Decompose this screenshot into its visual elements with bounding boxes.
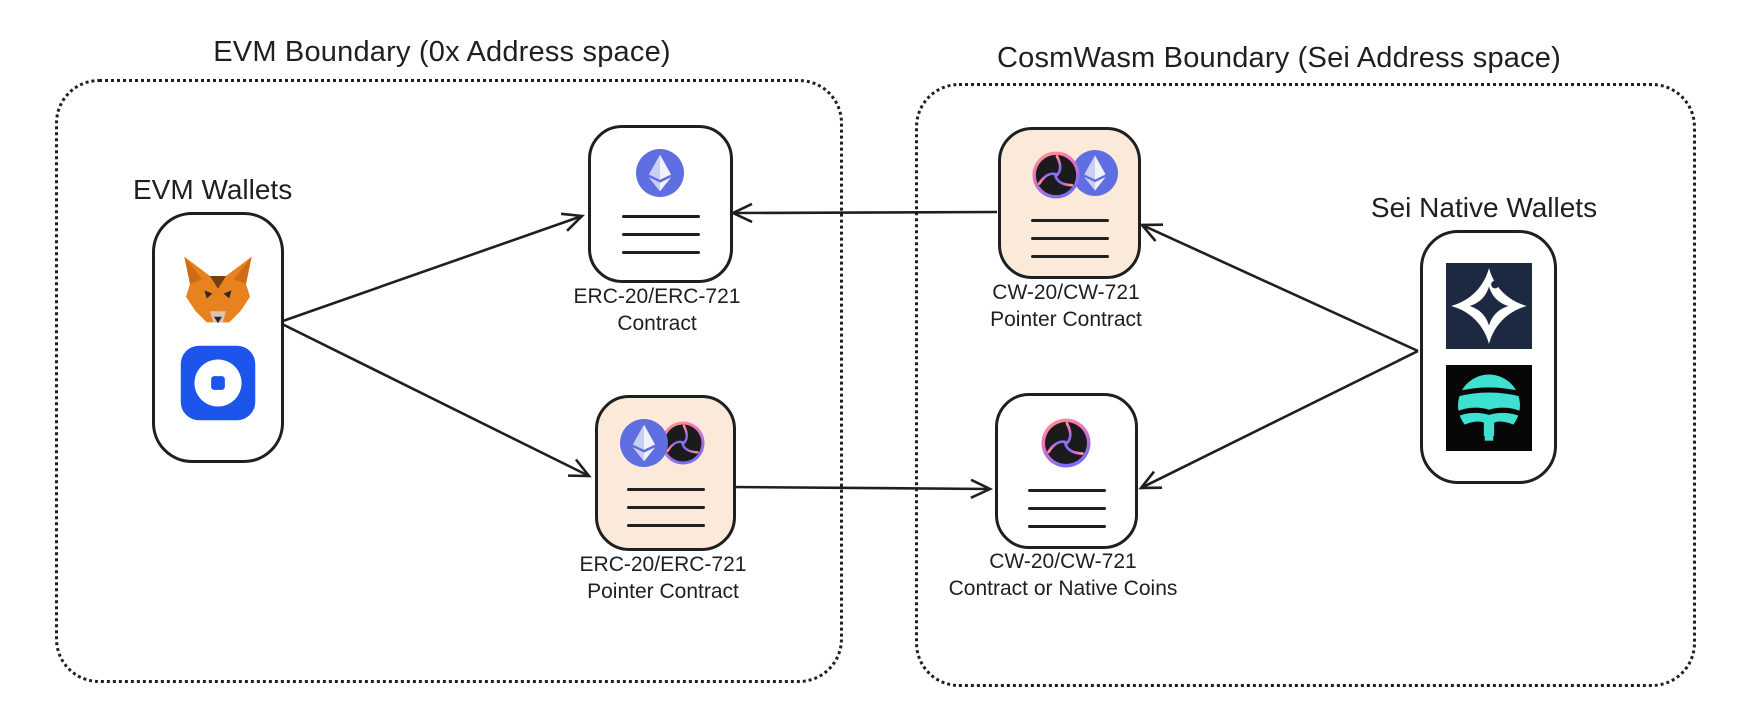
evm-boundary-box xyxy=(55,79,843,683)
cw-pointer-contract-node xyxy=(998,127,1141,279)
cw-contract-node xyxy=(995,393,1138,549)
metamask-icon xyxy=(184,256,252,323)
cw-contract-label: CW-20/CW-721 Contract or Native Coins xyxy=(948,550,1178,600)
sei-native-wallets-box xyxy=(1420,230,1557,484)
cw-pointer-contract-label: CW-20/CW-721 Pointer Contract xyxy=(990,281,1142,331)
evm-wallets-box xyxy=(152,212,284,463)
ethereum-icon xyxy=(636,149,684,197)
document-lines xyxy=(621,215,700,269)
sei-native-wallets-label: Sei Native Wallets xyxy=(1370,192,1598,223)
coinbase-wallet-icon xyxy=(180,345,256,420)
erc20-pointer-contract-node xyxy=(595,395,736,551)
sei-icon xyxy=(661,421,705,465)
document-lines xyxy=(1030,219,1109,273)
cosmwasm-boundary-title: CosmWasm Boundary (Sei Address space) xyxy=(997,42,1561,74)
evm-wallets-label: EVM Wallets xyxy=(133,174,293,205)
cosmwasm-boundary-box xyxy=(915,83,1696,687)
erc20-contract-node xyxy=(588,125,733,283)
ethereum-icon xyxy=(620,419,668,467)
document-lines xyxy=(1027,489,1106,543)
sei-icon xyxy=(1041,418,1091,468)
compass-wallet-icon xyxy=(1445,263,1532,349)
erc20-contract-label: ERC-20/ERC-721 Contract xyxy=(573,285,741,335)
ethereum-icon xyxy=(1072,150,1118,196)
evm-boundary-title: EVM Boundary (0x Address space) xyxy=(213,36,671,68)
erc20-pointer-contract-label: ERC-20/ERC-721 Pointer Contract xyxy=(579,553,747,603)
sei-icon xyxy=(1032,151,1080,199)
fin-wallet-icon xyxy=(1445,365,1532,451)
document-lines xyxy=(626,488,705,542)
